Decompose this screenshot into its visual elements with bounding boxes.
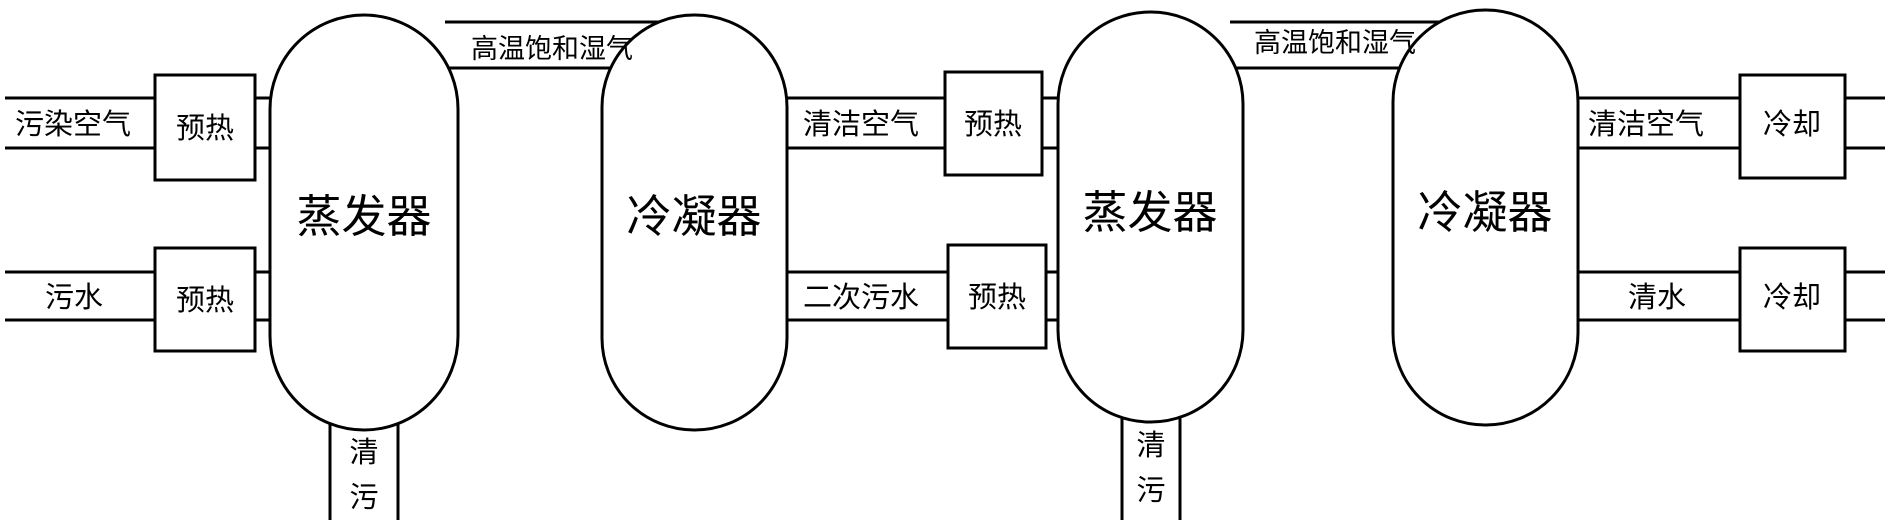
outlet-cool-water-label: 冷却	[1763, 280, 1821, 314]
stage1-condenser	[600, 13, 789, 432]
stage1-air-preheater	[153, 73, 257, 182]
outlet-air-cooler	[1738, 73, 1847, 180]
outlet-air-label: 清洁空气	[1588, 107, 1704, 141]
stage1-preheat-air-label: 预热	[176, 111, 234, 145]
stage2-condenser	[1391, 8, 1580, 427]
stage1-inlet-water-label: 污水	[45, 280, 103, 314]
stage1-preheat-water-label: 预热	[176, 283, 234, 317]
stage2-evaporator-label: 蒸发器	[1082, 186, 1217, 239]
stage2-inlet-air-label: 清洁空气	[803, 107, 919, 141]
stage1-water-preheater	[153, 246, 257, 353]
stage2-water-preheater	[946, 243, 1048, 350]
stage1-evaporator-label: 蒸发器	[296, 190, 431, 243]
stage1-drain-label-top: 清	[349, 435, 378, 469]
stage2-preheat-air-label: 预热	[964, 107, 1022, 141]
stage2-drain-label-bottom: 污	[1136, 473, 1165, 507]
stage2-drain-pipe	[1120, 405, 1182, 520]
stage2-condenser-label: 冷凝器	[1417, 186, 1552, 239]
stage2-preheat-water-label: 预热	[968, 280, 1026, 314]
stage1-condenser-label: 冷凝器	[626, 190, 761, 243]
stage2-air-preheater	[943, 70, 1044, 177]
stage1-evaporator	[268, 13, 460, 432]
stage2-inlet-water-label: 二次污水	[803, 280, 919, 314]
stage1-inlet-air-label: 污染空气	[15, 107, 131, 141]
outlet-cool-air-label: 冷却	[1763, 107, 1821, 141]
stage2-drain-label-top: 清	[1136, 428, 1165, 462]
stage1-drain-label-bottom: 污	[349, 480, 378, 514]
outlet-water-cooler	[1738, 246, 1847, 353]
outlet-water-label: 清水	[1628, 280, 1686, 314]
stage1-vapor-label: 高温饱和湿气	[471, 34, 633, 65]
stage2-vapor-label: 高温饱和湿气	[1254, 28, 1416, 59]
stage2-evaporator	[1056, 10, 1245, 424]
